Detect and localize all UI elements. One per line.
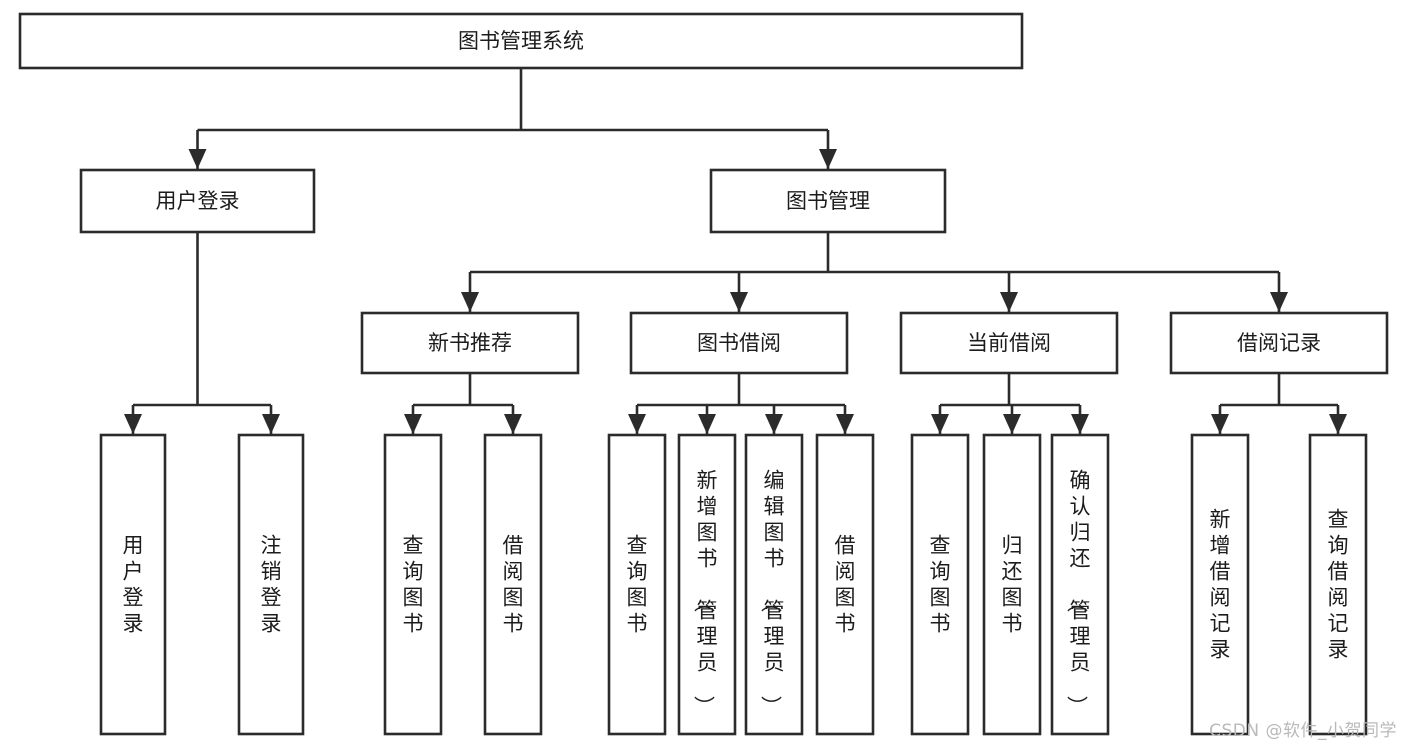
leaf-node-3-label: 借阅图书 [503, 534, 524, 636]
csdn-watermark: CSDN @软件_小贺同学 [1209, 721, 1397, 741]
level3-node-3[interactable]: 借阅记录 [1169, 311, 1389, 375]
l3-3-arrow-1 [1329, 414, 1347, 434]
leaf-node-4[interactable]: 查询图书 [607, 433, 667, 736]
l3-0-arrow-0 [404, 414, 422, 434]
l3-1-arrow-1 [698, 414, 716, 434]
leaf-node-6[interactable]: 编辑图书（管理员） [744, 433, 804, 736]
leaf-node-12-box [1308, 433, 1368, 736]
level3-node-1[interactable]: 图书借阅 [629, 311, 849, 375]
leaf-node-1[interactable]: 注销登录 [237, 433, 305, 736]
leaf-node-9[interactable]: 归还图书 [982, 433, 1042, 736]
user-login-arrow-0 [124, 414, 142, 434]
level2-node-0-box [79, 168, 316, 234]
level3-node-2-label: 当前借阅 [967, 331, 1051, 355]
l3-3-arrow-0 [1211, 414, 1229, 434]
leaf-node-11[interactable]: 新增借阅记录 [1190, 433, 1250, 736]
l3-1-arrow-2 [765, 414, 783, 434]
leaf-node-3[interactable]: 借阅图书 [483, 433, 543, 736]
leaf-node-9-label: 归还图书 [1002, 534, 1023, 636]
leaf-node-2[interactable]: 查询图书 [383, 433, 443, 736]
level3-node-0-label: 新书推荐 [428, 331, 512, 355]
leaf-node-8-box [910, 433, 970, 736]
l3-2-arrow-2 [1071, 414, 1089, 434]
leaf-node-12-label: 查询借阅记录 [1328, 508, 1349, 662]
leaf-node-11-label: 新增借阅记录 [1210, 508, 1231, 662]
level3-node-0-box [360, 311, 580, 375]
leaf-node-7-label: 借阅图书 [835, 534, 856, 636]
leaf-node-6-box [744, 433, 804, 736]
root-arrow-1 [819, 149, 837, 169]
root-arrow-0 [188, 149, 207, 169]
l3-0-arrow-1 [504, 414, 522, 434]
leaf-node-2-box [383, 433, 443, 736]
level3-node-3-label: 借阅记录 [1237, 331, 1321, 355]
l3-1-arrow-0 [628, 414, 646, 434]
leaf-node-1-box [237, 433, 305, 736]
leaf-node-5[interactable]: 新增图书（管理员） [677, 433, 737, 736]
leaf-node-12[interactable]: 查询借阅记录 [1308, 433, 1368, 736]
level3-node-0[interactable]: 新书推荐 [360, 311, 580, 375]
leaf-node-4-label: 查询图书 [627, 534, 648, 636]
level2-node-1-label: 图书管理 [786, 189, 870, 213]
level3-node-1-label: 图书借阅 [697, 331, 781, 355]
leaf-node-7-box [815, 433, 875, 736]
leaf-node-0-box [99, 433, 167, 736]
leaf-node-7[interactable]: 借阅图书 [815, 433, 875, 736]
leaf-node-3-box [483, 433, 543, 736]
nodes-layer: 图书管理系统用户登录图书管理新书推荐图书借阅当前借阅借阅记录用户登录注销登录查询… [18, 12, 1389, 736]
leaf-node-5-box [677, 433, 737, 736]
leaf-node-10[interactable]: 确认归还（管理员） [1050, 433, 1110, 736]
leaf-node-5-label: 新增图书（管理员） [692, 469, 718, 717]
leaf-node-0-label: 用户登录 [123, 534, 144, 636]
leaf-node-4-box [607, 433, 667, 736]
root-node-book-management-system[interactable]: 图书管理系统 [18, 12, 1024, 70]
level3-node-2[interactable]: 当前借阅 [899, 311, 1119, 375]
user-login-arrow-1 [262, 414, 280, 434]
leaf-node-11-box [1190, 433, 1250, 736]
book-mgmt-arrow-1 [730, 292, 748, 312]
level3-node-1-box [629, 311, 849, 375]
l3-2-arrow-0 [931, 414, 949, 434]
level2-node-1-box [709, 168, 947, 234]
leaf-node-0[interactable]: 用户登录 [99, 433, 167, 736]
leaf-node-10-label: 确认归还（管理员） [1065, 469, 1091, 717]
level2-node-0-label: 用户登录 [156, 189, 240, 213]
level3-node-3-box [1169, 311, 1389, 375]
root-node-book-management-system-label: 图书管理系统 [458, 29, 584, 53]
book-mgmt-arrow-0 [461, 292, 479, 312]
l3-1-arrow-3 [836, 414, 854, 434]
root-node-book-management-system-box [18, 12, 1024, 70]
leaf-node-8[interactable]: 查询图书 [910, 433, 970, 736]
leaf-node-6-label: 编辑图书（管理员） [759, 469, 785, 717]
l3-2-arrow-1 [1003, 414, 1021, 434]
leaf-node-1-label: 注销登录 [261, 534, 282, 636]
connectors-layer [124, 68, 1347, 434]
book-mgmt-arrow-3 [1270, 292, 1288, 312]
book-mgmt-arrow-2 [1000, 292, 1018, 312]
leaf-node-2-label: 查询图书 [403, 534, 424, 636]
leaf-node-9-box [982, 433, 1042, 736]
level2-node-0[interactable]: 用户登录 [79, 168, 316, 234]
leaf-node-8-label: 查询图书 [930, 534, 951, 636]
level3-node-2-box [899, 311, 1119, 375]
level2-node-1[interactable]: 图书管理 [709, 168, 947, 234]
leaf-node-10-box [1050, 433, 1110, 736]
